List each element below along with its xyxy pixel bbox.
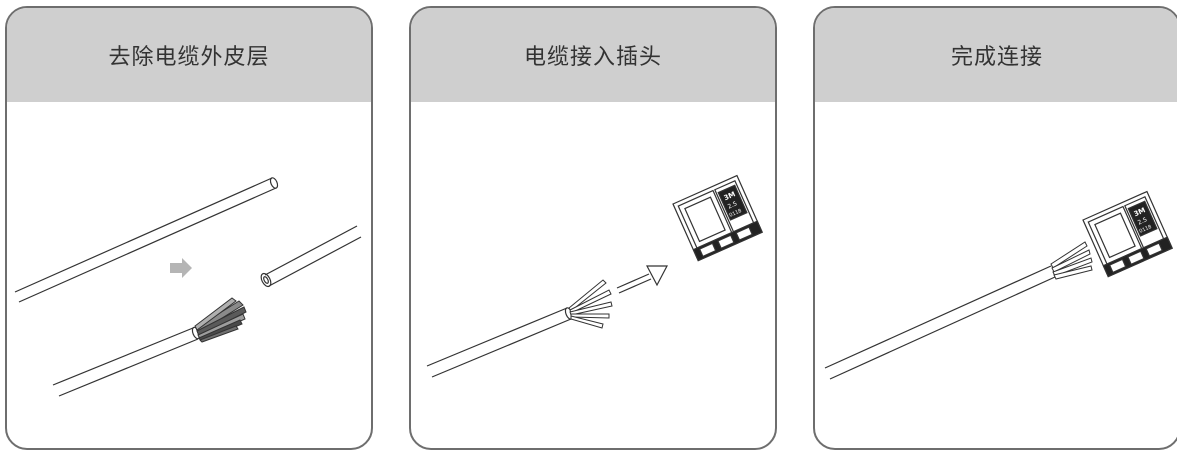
step-panel-3: 完成连接 3M 2.5 0118 [813, 6, 1177, 450]
step-panel-2: 电缆接入插头 3M 2.5 [409, 6, 777, 450]
cable [426, 307, 574, 378]
stripped-cable [52, 326, 201, 397]
direction-arrow-icon [170, 258, 192, 278]
exposed-wires [194, 297, 247, 343]
cable [824, 265, 1056, 380]
step-title-2: 电缆接入插头 [523, 45, 662, 70]
connected-cable-illustration: 3M 2.5 0118 [824, 190, 1173, 380]
insert-arrow-icon [616, 265, 668, 294]
entering-wires [1050, 241, 1093, 280]
step-panel-1: 去除电缆外皮层 [5, 6, 373, 450]
fanned-wires [568, 279, 613, 329]
step-header-1: 去除电缆外皮层 [7, 8, 371, 102]
rj-plug-connected: 3M 2.5 0118 [1082, 190, 1173, 278]
step-title-3: 完成连接 [950, 45, 1043, 70]
step-header-3: 完成连接 [815, 8, 1177, 102]
plug-label-code: 0118 [1139, 224, 1153, 235]
intact-cable [14, 177, 279, 303]
step-title-1: 去除电缆外皮层 [108, 45, 270, 70]
plug-label-code: 0118 [729, 208, 743, 219]
plug-label-size: 2.5 [1137, 216, 1149, 226]
rj-plug: 3M 2.5 0118 [672, 174, 763, 262]
step-header-2: 电缆接入插头 [411, 8, 775, 102]
plug-label-size: 2.5 [727, 200, 739, 210]
strip-cable-illustration [14, 177, 362, 397]
insert-cable-illustration: 3M 2.5 0118 [426, 174, 763, 378]
removed-jacket [260, 225, 362, 288]
